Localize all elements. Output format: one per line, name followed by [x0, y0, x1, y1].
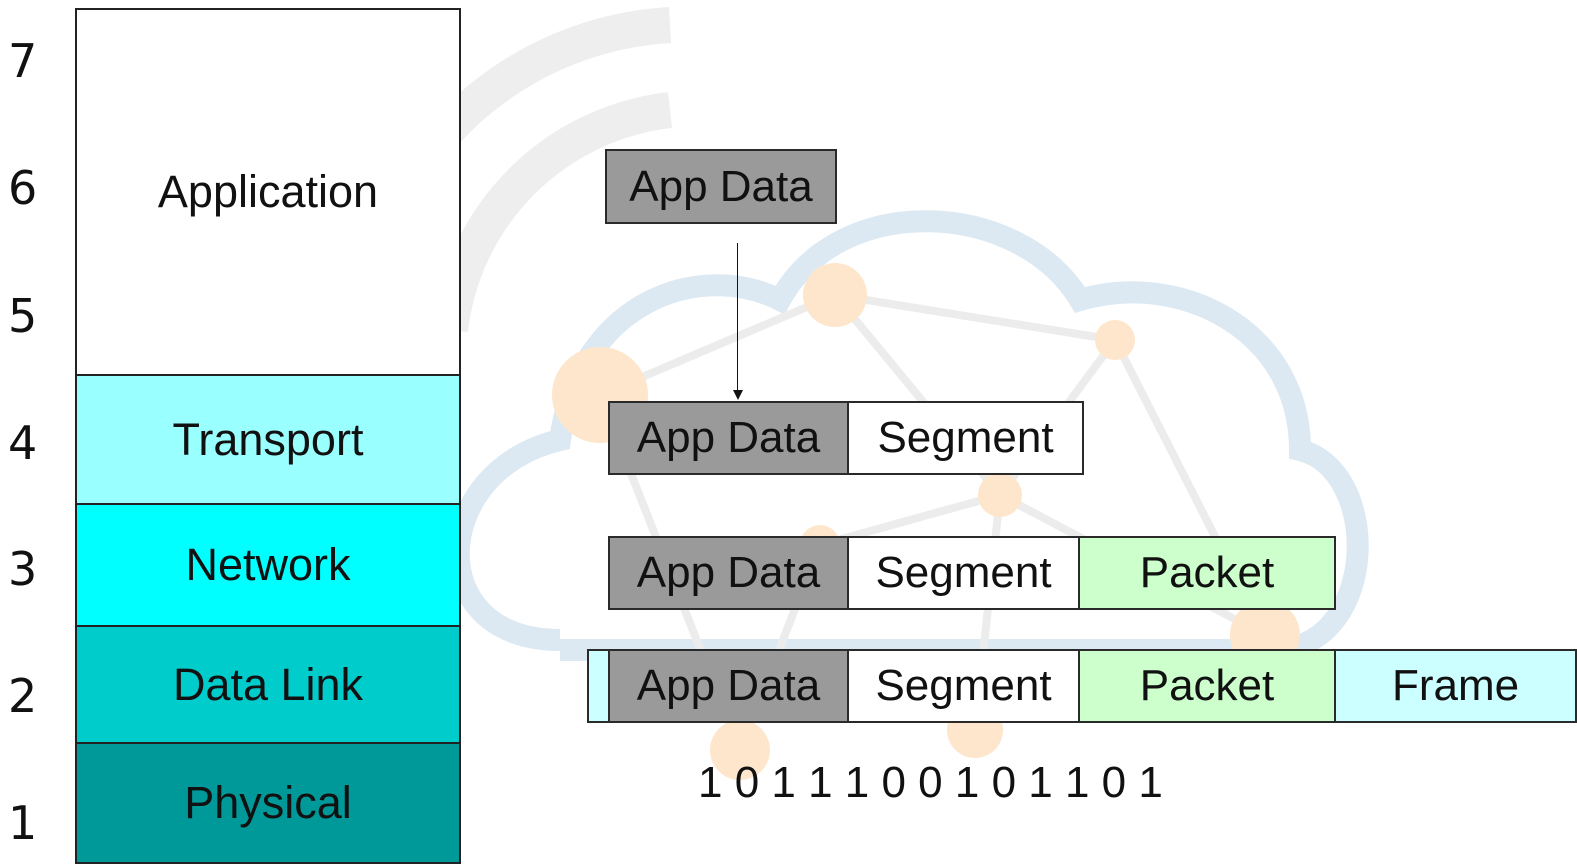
transport-layer-label: Transport: [172, 413, 364, 465]
layer-number-4: 4: [8, 416, 38, 470]
layer-number-7: 7: [8, 34, 38, 88]
physical-layer: Physical: [75, 744, 461, 864]
cloud-outline-watermark: [447, 210, 1369, 661]
app-data-label: App Data: [629, 161, 813, 211]
segment-header-block: Segment: [847, 536, 1080, 610]
frame-header-block: Frame: [1334, 649, 1577, 723]
segment-label: Segment: [875, 661, 1052, 710]
data-link-layer-label: Data Link: [172, 658, 364, 710]
app-data-label: App Data: [636, 548, 821, 597]
app-data-block: App Data: [608, 649, 849, 723]
packet-label: Packet: [1139, 548, 1275, 597]
application-layer: Application: [75, 8, 461, 376]
segment-label: Segment: [877, 413, 1054, 462]
layer-number-6: 6: [8, 161, 38, 215]
bit-stream: 1 0 1 1 1 0 0 1 0 1 1 0 1: [698, 758, 1163, 807]
arrow-down-icon: [733, 390, 743, 400]
layer-number-3: 3: [8, 542, 38, 596]
network-layer-label: Network: [185, 539, 351, 590]
app-data-block: App Data: [608, 536, 849, 610]
physical-layer-label: Physical: [184, 777, 352, 828]
transport-layer: Transport: [75, 376, 461, 505]
layer-number-5: 5: [8, 289, 38, 343]
encapsulation-arrow-line: [737, 243, 738, 391]
packet-label: Packet: [1139, 661, 1275, 710]
packet-header-block: Packet: [1078, 536, 1336, 610]
segment-header-block: Segment: [847, 649, 1080, 723]
network-layer: Network: [75, 505, 461, 627]
app-data-label: App Data: [636, 661, 821, 710]
packet-header-block: Packet: [1078, 649, 1336, 723]
layer-number-1: 1: [8, 796, 38, 850]
data-link-layer: Data Link: [75, 627, 461, 744]
app-data-block: App Data: [608, 401, 849, 475]
application-layer-label: Application: [157, 166, 379, 217]
segment-label: Segment: [875, 548, 1052, 597]
layer-number-2: 2: [8, 669, 38, 723]
frame-trailer-block: [587, 649, 610, 723]
app-data-label: App Data: [636, 413, 821, 462]
segment-header-block: Segment: [847, 401, 1084, 475]
app-data-block: App Data: [605, 149, 837, 224]
frame-label: Frame: [1391, 661, 1520, 710]
